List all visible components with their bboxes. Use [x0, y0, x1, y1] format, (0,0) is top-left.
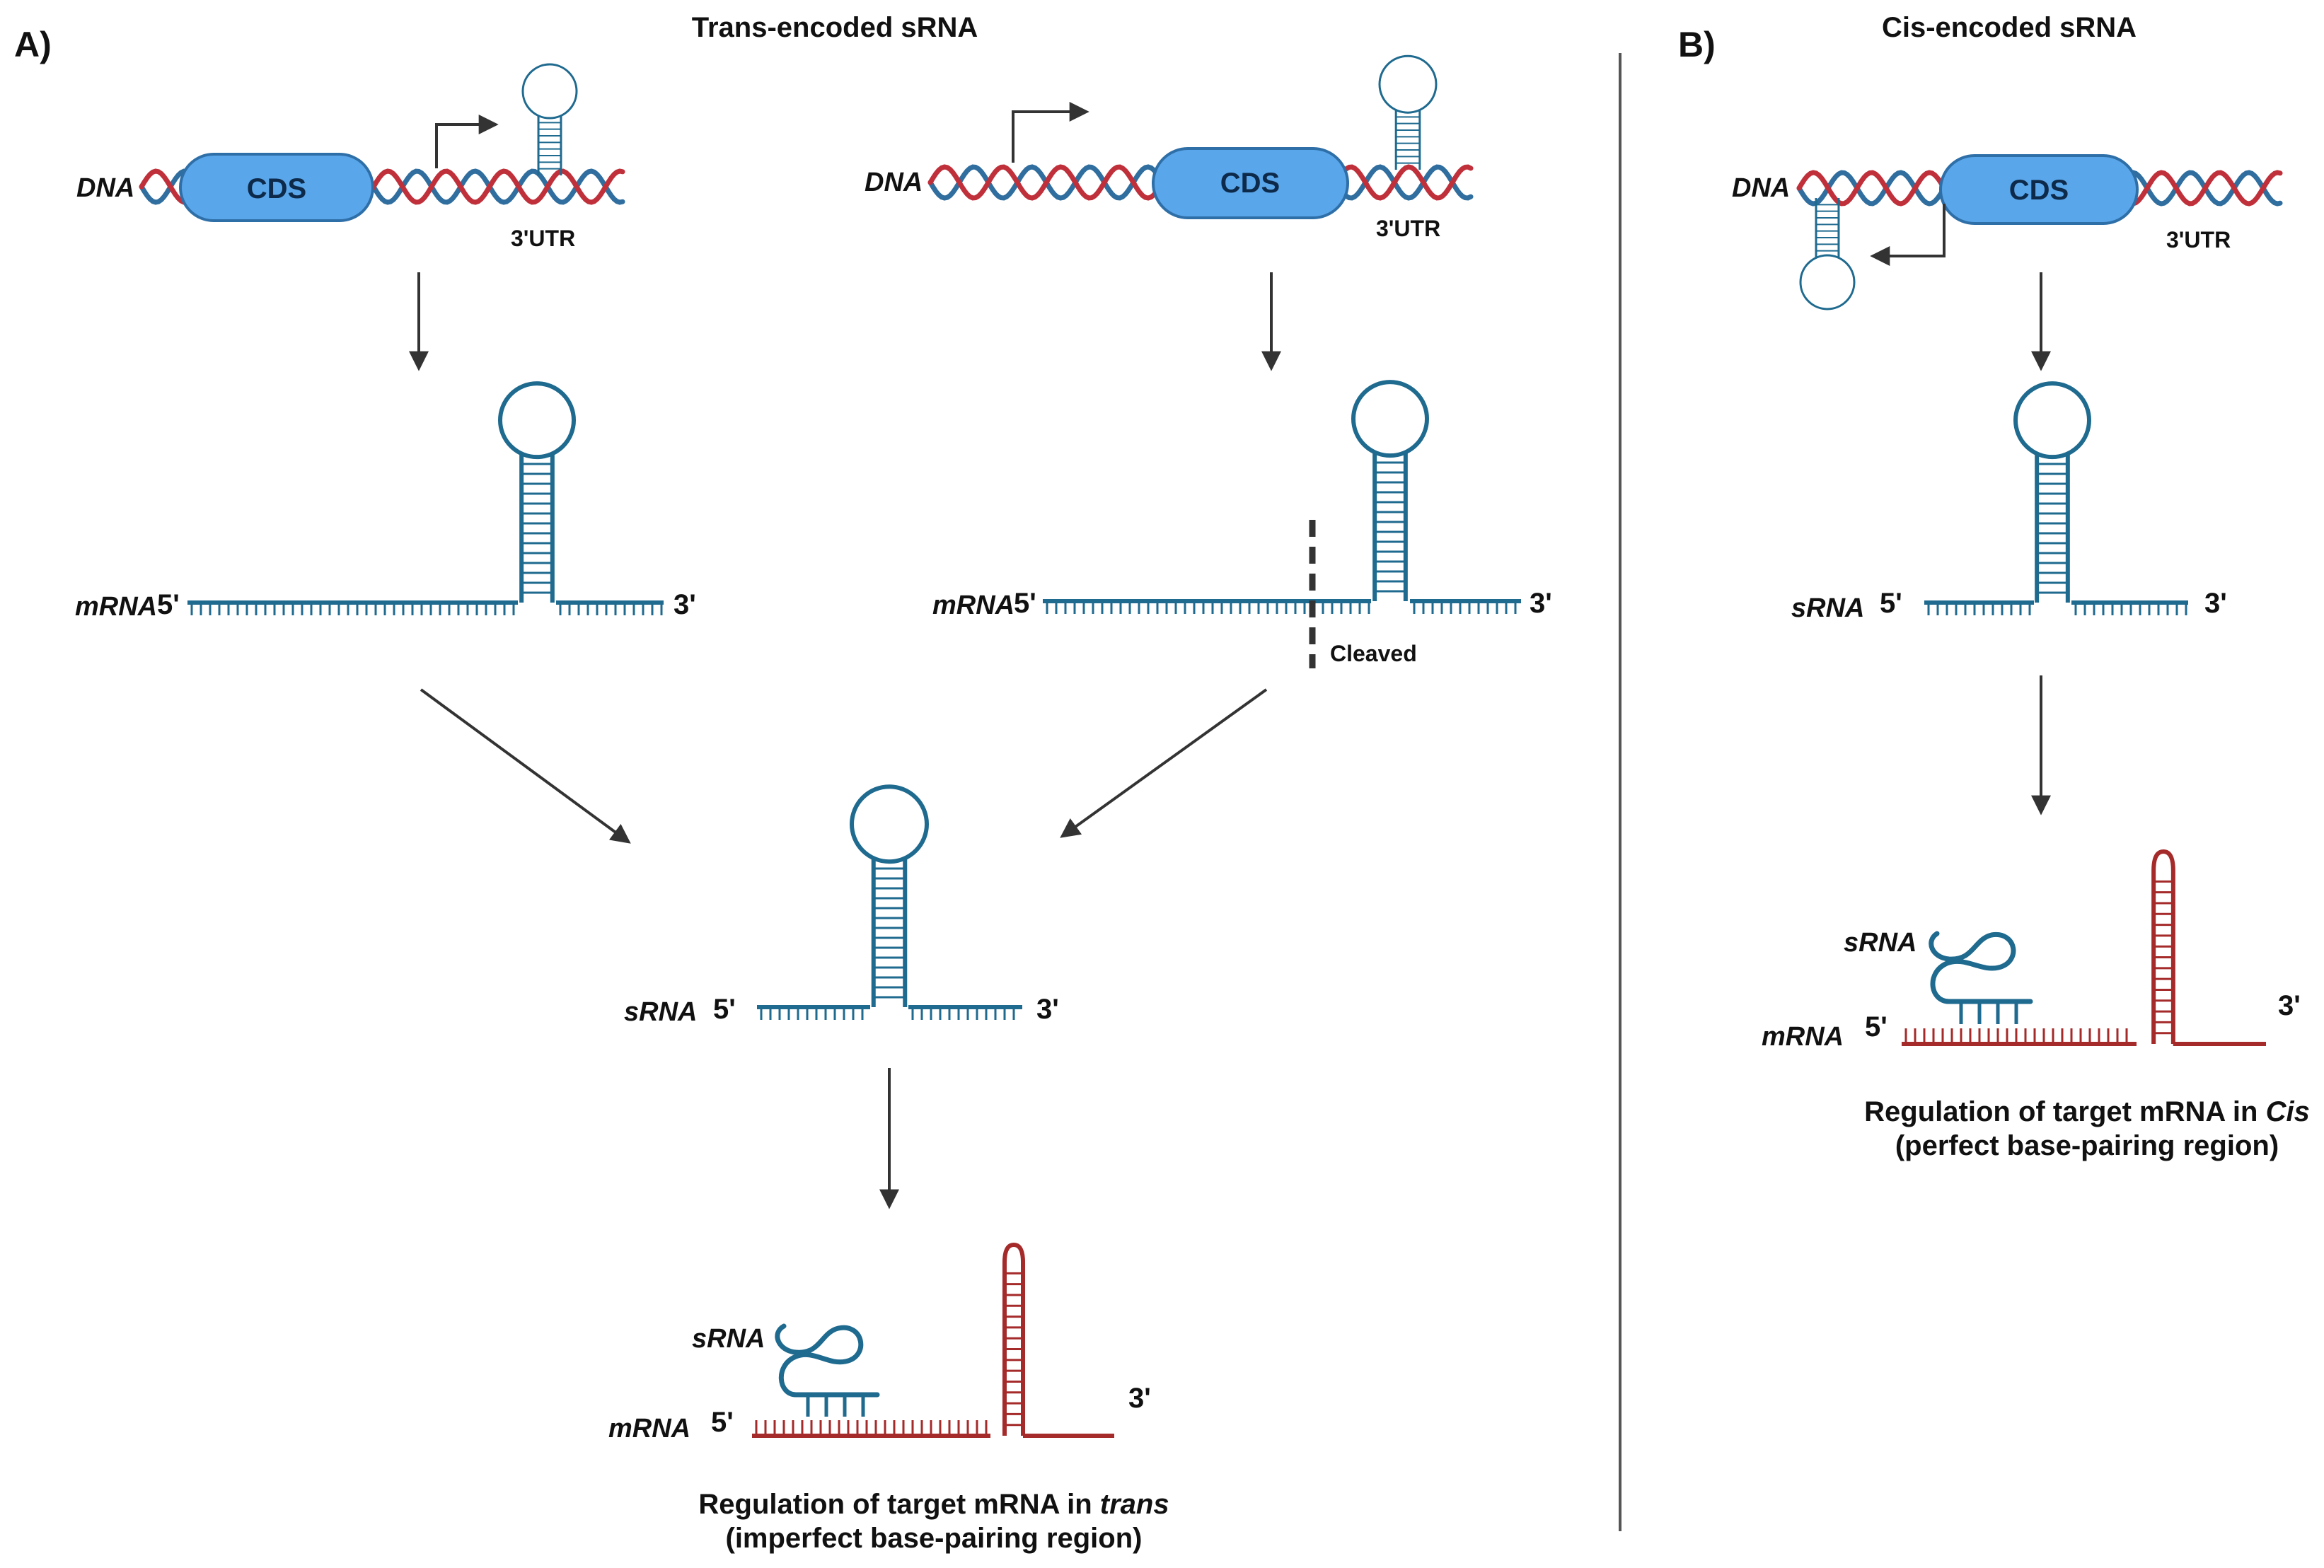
mrna-backbone	[1043, 599, 1521, 614]
terminator-hairpin	[521, 63, 578, 175]
caption-cis-line2: (perfect base-pairing region)	[1895, 1130, 2279, 1161]
cds-label: CDS	[247, 173, 306, 204]
utr-label: 3'UTR	[2166, 227, 2231, 252]
loop	[1799, 254, 1856, 310]
loop	[521, 63, 578, 120]
five-prime-label: 5'	[713, 994, 736, 1025]
five-prime-label: 5'	[1014, 588, 1036, 619]
loop	[1351, 380, 1429, 458]
srna-strand	[775, 1323, 880, 1398]
srna-label: sRNA	[1791, 593, 1864, 623]
mrna-label: mRNA	[608, 1414, 690, 1444]
three-prime-label: 3'	[1530, 588, 1552, 619]
mrna-hairpin	[1351, 380, 1429, 601]
five-prime-label: 5'	[1880, 588, 1902, 619]
cds-label: CDS	[2009, 175, 2069, 206]
loop	[850, 784, 929, 864]
panel-b-title: Cis-encoded sRNA	[1882, 12, 2137, 43]
cds-box	[179, 153, 374, 222]
mrna-backbone	[187, 600, 664, 615]
caption-trans-line2: (imperfect base-pairing region)	[726, 1523, 1143, 1554]
promoter-arrow	[435, 115, 499, 168]
caption-cis-line1: Regulation of target mRNA in Cis	[1864, 1096, 2310, 1127]
target-complex-cis: sRNA mRNA 5' 3'	[1762, 849, 2301, 1052]
three-prime-label: 3'	[1036, 994, 1059, 1025]
target-mrna-hairpin	[1002, 1242, 1114, 1438]
flow-arrow	[420, 688, 631, 844]
cds-box	[1939, 154, 2139, 225]
three-prime-label: 3'	[674, 589, 696, 620]
srna-label: sRNA	[624, 997, 697, 1027]
loop	[498, 381, 576, 460]
loop	[1002, 1242, 1026, 1263]
srna-label: sRNA	[1844, 928, 1917, 958]
promoter-arrow	[1012, 102, 1089, 163]
five-prime-label: 5'	[711, 1407, 734, 1438]
flow-arrow	[1060, 688, 1268, 838]
srna-cis: sRNA 5' 3'	[1791, 381, 2227, 623]
five-prime-label: 5'	[1865, 1011, 1887, 1043]
cds-box	[1152, 147, 1349, 219]
mrna-label: mRNA	[75, 592, 157, 622]
srna-center: sRNA 5' 3'	[624, 784, 1059, 1027]
caption-trans-line1: Regulation of target mRNA in trans	[698, 1489, 1169, 1520]
pairing-ticks	[1959, 1001, 2018, 1024]
mrna-right: mRNA 5' 3' Cleaved	[932, 380, 1552, 668]
srna-backbone	[757, 1005, 1022, 1020]
dna-left: DNA CDS 3'UTR	[76, 63, 625, 251]
cleaved-label: Cleaved	[1330, 641, 1417, 666]
loop	[2151, 849, 2175, 871]
cds-label: CDS	[1220, 168, 1280, 199]
antisense-promoter-arrow	[1870, 204, 1946, 266]
target-complex-trans: sRNA mRNA 5' 3'	[608, 1242, 1151, 1444]
target-mrna-backbone	[752, 1420, 990, 1438]
three-prime-label: 3'	[2204, 588, 2227, 619]
panel-a-letter: A)	[14, 25, 52, 64]
dna-cis: DNA CDS 3'UTR	[1732, 154, 2283, 310]
antisense-hairpin	[1799, 198, 1856, 310]
target-mrna-hairpin	[2151, 849, 2266, 1046]
five-prime-label: 5'	[157, 589, 180, 620]
srna-label: sRNA	[692, 1324, 765, 1354]
panel-b-letter: B)	[1678, 25, 1716, 64]
srna-strand	[1929, 931, 2033, 1004]
three-prime-label: 3'	[1128, 1383, 1151, 1414]
dna-label: DNA	[76, 173, 134, 203]
terminator-hairpin	[1378, 54, 1438, 170]
loop	[2013, 381, 2091, 460]
mrna-label: mRNA	[1762, 1022, 1844, 1052]
srna-hairpin	[850, 784, 929, 1007]
mrna-hairpin	[498, 381, 576, 603]
loop	[1378, 54, 1438, 114]
utr-label: 3'UTR	[511, 226, 575, 251]
dna-right: DNA CDS 3'UTR	[865, 54, 1474, 241]
panel-a-title: Trans-encoded sRNA	[692, 12, 978, 43]
srna-backbone	[1924, 600, 2188, 615]
three-prime-label: 3'	[2278, 990, 2301, 1021]
dna-label: DNA	[1732, 173, 1790, 203]
mrna-left: mRNA 5' 3'	[75, 381, 696, 622]
utr-label: 3'UTR	[1376, 216, 1440, 241]
pairing-ticks	[806, 1395, 865, 1417]
target-mrna-backbone	[1902, 1028, 2137, 1046]
mrna-label: mRNA	[932, 591, 1014, 620]
srna-hairpin	[2013, 381, 2091, 603]
dna-label: DNA	[865, 168, 923, 197]
